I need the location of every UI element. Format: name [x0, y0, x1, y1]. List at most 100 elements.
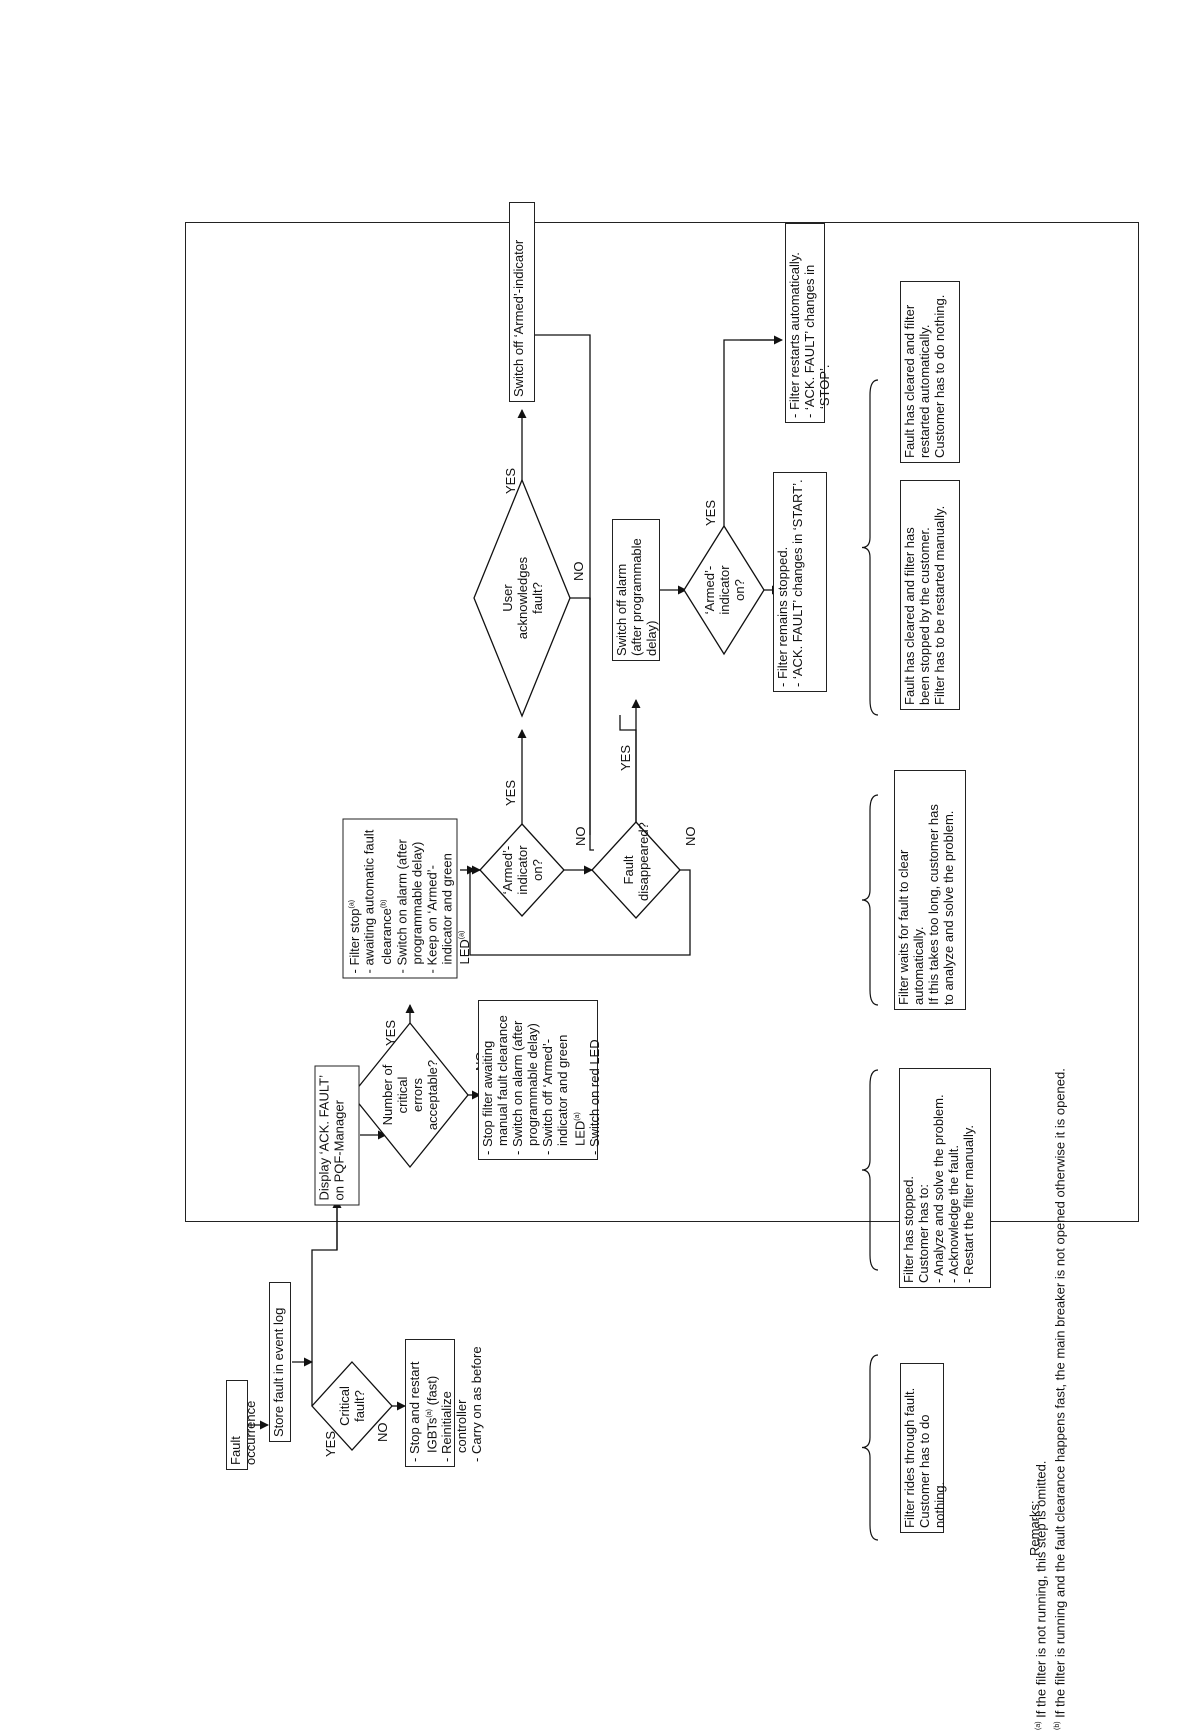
bullet-dash: -	[775, 679, 790, 687]
ack-fault-display-box: Display ‘ACK. FAULT’ on PQF-Manager	[314, 1065, 360, 1205]
critical-errors-label-line: Number of critical errors acceptable?	[380, 1059, 440, 1131]
summary-cleared-manual-text: Filter has to be restarted manually.	[932, 505, 947, 705]
yes-label-critical-line: YES	[323, 1431, 338, 1457]
switch-off-alarm-box-line: Switch off alarm	[614, 524, 629, 656]
yes-label-armed2-line: YES	[703, 500, 718, 526]
filter-restarts-box-text: Filter restarts automatically.	[787, 252, 802, 411]
user-ack-diamond	[473, 478, 571, 718]
automatic-clearance-box-line: - Keep on ‘Armed’-indicator and green LE…	[424, 823, 471, 973]
filter-restarts-box: - Filter restarts automatically.- ‘ACK. …	[785, 223, 832, 423]
yes-label-number-line: YES	[383, 1020, 398, 1046]
line-armed-off-down	[535, 334, 591, 600]
summary-waits-line: automatically.	[911, 775, 926, 1005]
automatic-clearance-box-line: - Filter stop(a)	[345, 823, 362, 973]
fault-occurrence-box-line: Fault occurrence	[228, 1385, 258, 1465]
user-ack-label-text: User acknowledges fault?	[499, 556, 545, 640]
yes-label-armed1-line: YES	[503, 780, 518, 806]
non-critical-actions-box-line: - Stop and restart IGBTs(a) (fast)	[407, 1344, 439, 1462]
summary-stopped: Filter has stopped.Customer has to:- Ana…	[899, 1068, 991, 1288]
bullet-dash: -	[790, 679, 805, 687]
no-label-armed1-line: NO	[573, 827, 588, 847]
critical-errors-label: Number of critical errors acceptable?	[380, 1055, 440, 1135]
ack-fault-display-box-text: Display ‘ACK. FAULT’ on PQF-Manager	[316, 1075, 347, 1200]
brace-rides	[861, 1354, 879, 1541]
bullet-dash: -	[480, 1147, 495, 1155]
yes-label-critical-text: YES	[323, 1430, 338, 1457]
manual-clearance-box-line: - Switch on alarm (after programmable de…	[510, 1005, 540, 1155]
summary-stopped-text: Customer has to:	[916, 1184, 931, 1283]
no-label-critical-text: NO	[375, 1422, 390, 1443]
line-critical-yes-b	[311, 1200, 338, 1350]
summary-rides: Filter rides through fault.Customer has …	[900, 1363, 947, 1533]
armed-indicator-diamond-2	[683, 524, 765, 656]
yes-label-armed1-text: YES	[503, 779, 518, 806]
no-label-user-line: NO	[571, 562, 586, 582]
footnote-marker: (a)	[458, 930, 466, 939]
bullet-dash: -	[407, 1454, 422, 1462]
manual-clearance-box-line: - Stop filter awaiting manual fault clea…	[480, 1005, 510, 1155]
fault-disappeared-diamond	[591, 821, 681, 919]
switch-off-armed-box: Switch off ‘Armed’-indicator	[509, 202, 535, 402]
remark-b: (b) If the filter is running and the fau…	[1049, 850, 1068, 1730]
footnote-marker: (a)	[348, 899, 356, 908]
summary-stopped-text: - Restart the filter manually.	[961, 1125, 976, 1283]
no-label-armed1-text: NO	[573, 826, 588, 847]
no-label-user-text: NO	[571, 561, 586, 582]
non-critical-actions-box: - Stop and restart IGBTs(a) (fast)- Rein…	[405, 1339, 484, 1467]
remark-a-text: If the filter is not running, this step …	[1033, 1460, 1049, 1722]
user-ack-label: User acknowledges fault?	[487, 543, 557, 653]
summary-waits-text: automatically.	[911, 926, 926, 1005]
manual-clearance-box: - Stop filter awaiting manual fault clea…	[478, 1000, 602, 1160]
bullet-dash: -	[361, 965, 377, 973]
remark-a: (a) If the filter is not running, this s…	[1030, 850, 1049, 1730]
summary-cleared-manual-line: Filter has to be restarted manually.	[932, 485, 947, 705]
automatic-clearance-box: - Filter stop(a)- awaiting automatic fau…	[342, 818, 471, 978]
brace-stopped	[861, 1069, 879, 1271]
summary-cleared-manual-line: been stopped by the customer.	[917, 485, 932, 705]
brace-waits	[861, 794, 879, 1006]
automatic-clearance-box-text: Switch on alarm (after programmable dela…	[394, 838, 425, 966]
yes-label-number: YES	[382, 1020, 398, 1050]
manual-clearance-box-text: Switch off ‘Armed’-indicator and green L…	[540, 1034, 588, 1148]
automatic-clearance-box-text: Filter stop	[346, 907, 362, 966]
footnote-marker: (a)	[574, 1112, 581, 1121]
remark-b-text: If the filter is running and the fault c…	[1052, 1068, 1068, 1722]
summary-stopped-line: Customer has to:	[916, 1073, 931, 1283]
yes-label-fault-line: YES	[618, 745, 633, 771]
summary-stopped-line: - Analyze and solve the problem.	[931, 1073, 946, 1283]
summary-waits-text: If this takes too long, customer has	[926, 804, 941, 1005]
no-label-critical: NO	[374, 1422, 390, 1446]
bullet-dash: -	[346, 965, 362, 973]
summary-cleared-auto-text: restarted automatically.	[917, 324, 932, 458]
yes-label-critical: YES	[322, 1431, 338, 1461]
yes-label-fault-text: YES	[618, 744, 633, 771]
filter-remains-box-text: ‘ACK. FAULT’ changes in ‘START’.	[790, 479, 805, 680]
fault-disappeared-label-line: Fault disappeared?	[621, 822, 651, 901]
switch-off-alarm-box-text: Switch off alarm	[614, 563, 629, 656]
remarks-notes: (a) If the filter is not running, this s…	[1030, 850, 1070, 1730]
summary-cleared-manual-line: Fault has cleared and filter has	[902, 485, 917, 705]
summary-waits-line: to analyze and solve the problem.	[941, 775, 956, 1005]
manual-clearance-box-text: Switch on red LED	[587, 1039, 603, 1148]
yes-label-armed1: YES	[502, 780, 518, 810]
critical-fault-label: Critical fault?	[332, 1371, 372, 1441]
filter-remains-box-text: Filter remains stopped.	[775, 546, 790, 680]
critical-fault-label-line: Critical fault?	[337, 1375, 367, 1437]
store-fault-box: Store fault in event log	[269, 1282, 291, 1442]
summary-rides-line: Filter rides through fault.	[902, 1368, 917, 1528]
store-fault-box-text: Store fault in event log	[271, 1307, 286, 1437]
bullet-dash: -	[439, 1454, 455, 1462]
summary-cleared-auto-text: Customer has to do nothing.	[932, 294, 947, 458]
yes-label-fault: YES	[617, 745, 633, 775]
filter-restarts-box-text: ‘ACK. FAULT’ changes in ‘STOP’.	[802, 264, 832, 411]
filter-remains-box-line: - ‘ACK. FAULT’ changes in ‘START’.	[790, 477, 805, 687]
yes-label-user-text: YES	[503, 467, 518, 494]
manual-clearance-box-text: Switch on alarm (after programmable dela…	[510, 1020, 540, 1148]
non-critical-actions-box-line: - Reinitialize controller	[439, 1344, 469, 1462]
non-critical-actions-box-text: (fast)	[424, 1375, 440, 1410]
manual-clearance-box-line: - Switch off ‘Armed’-indicator and green…	[540, 1005, 587, 1155]
armed-indicator-label-1-line: ‘Armed’-indicator on?	[500, 844, 545, 896]
armed-indicator-label-1-text: ‘Armed’-indicator on?	[499, 845, 545, 895]
